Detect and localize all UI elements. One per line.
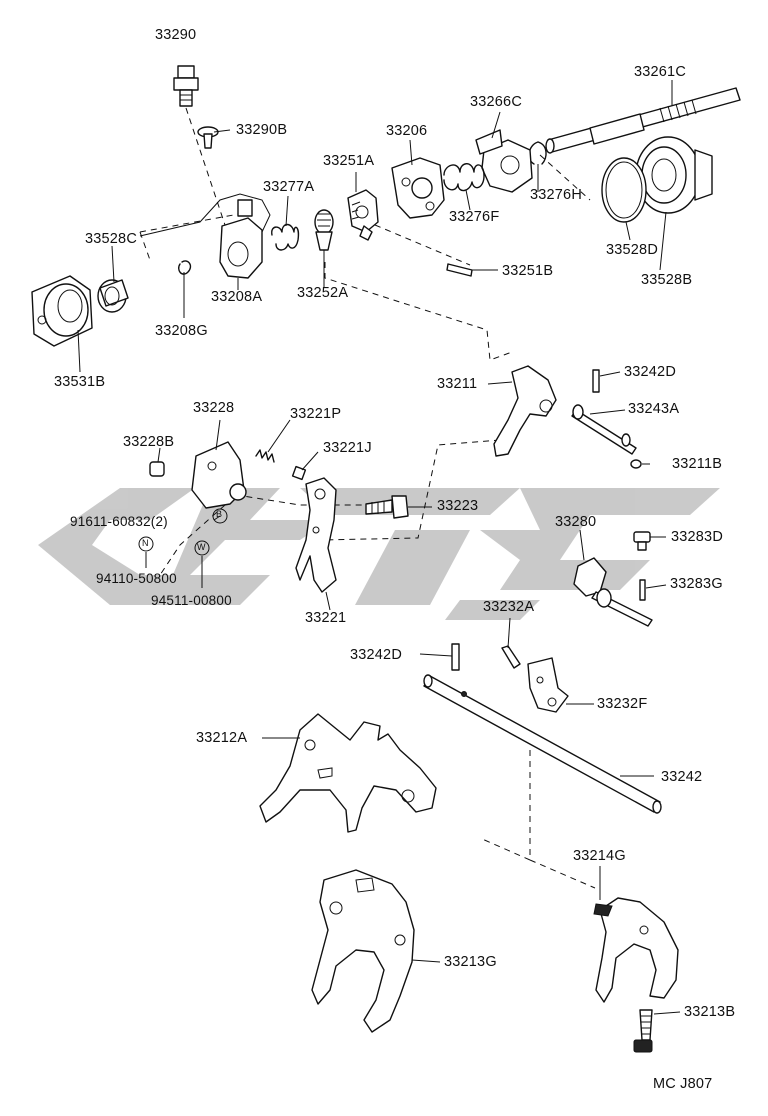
label-33276F: 33276F (449, 209, 500, 225)
part-33528C-bushing (97, 279, 129, 313)
label-33232F: 33232F (597, 696, 648, 712)
label-33242: 33242 (661, 769, 703, 785)
leader-lines (77, 80, 681, 1015)
part-33206-cam (391, 157, 445, 219)
label-33290B: 33290B (236, 122, 288, 138)
label-33277A: 33277A (263, 179, 315, 195)
label-33211B: 33211B (672, 456, 723, 472)
callout-letter-w: W (197, 542, 206, 552)
part-33280 (573, 557, 653, 627)
label-33242D-top: 33242D (624, 364, 676, 380)
label-33528C: 33528C (85, 231, 137, 247)
label-94110-50800: 94110-50800 (96, 571, 177, 586)
label-33280: 33280 (555, 514, 597, 530)
part-33213G-fork (311, 869, 415, 1033)
label-33252A: 33252A (297, 285, 349, 301)
part-33283G-pin (639, 579, 646, 601)
label-33251B: 33251B (502, 263, 554, 279)
part-33211-lever (493, 365, 557, 457)
part-33221P-spring (255, 449, 275, 463)
part-33251A-lever (347, 189, 379, 241)
label-33528B: 33528B (641, 272, 693, 288)
part-33283D-plug (633, 531, 651, 551)
label-33221J: 33221J (323, 440, 372, 456)
label-33214G: 33214G (573, 848, 626, 864)
label-33261C: 33261C (634, 64, 686, 80)
part-33266C-plate (475, 129, 533, 193)
label-33290: 33290 (155, 27, 197, 43)
label-33221: 33221 (305, 610, 347, 626)
callout-symbols (138, 508, 228, 556)
part-33276H-ring (528, 141, 547, 165)
part-33242-shaft (423, 674, 662, 814)
label-33213G: 33213G (444, 954, 497, 970)
part-33242D-top-pin (592, 369, 600, 393)
part-33252A (314, 209, 334, 251)
part-33228 (191, 441, 247, 509)
label-33276H: 33276H (530, 187, 582, 203)
part-33276F-spring (443, 163, 485, 192)
part-33242D-mid-pin (451, 643, 460, 671)
part-33290 (173, 65, 199, 107)
part-33221-lever (295, 477, 337, 593)
label-33228B: 33228B (123, 434, 175, 450)
label-33243A: 33243A (628, 401, 680, 417)
label-33208G: 33208G (155, 323, 208, 339)
label-33242D-mid: 33242D (350, 647, 402, 663)
label-33223: 33223 (437, 498, 479, 514)
part-33232F-bracket (527, 657, 569, 713)
callout-letter-n: N (142, 538, 149, 548)
label-33211: 33211 (437, 376, 478, 392)
label-91611-60832: 91611-60832(2) (70, 514, 168, 529)
label-33266C: 33266C (470, 94, 522, 110)
part-33213B-bolt (633, 1009, 653, 1053)
part-33261C-shaft (545, 87, 741, 154)
part-33208G-clip (178, 260, 192, 275)
part-33211B-ring (630, 459, 642, 469)
part-33212A-fork (259, 713, 437, 833)
label-33283D: 33283D (671, 529, 723, 545)
part-33228B-plug (149, 461, 165, 477)
label-33228: 33228 (193, 400, 235, 416)
label-33213B: 33213B (684, 1004, 736, 1020)
label-33283G: 33283G (670, 576, 723, 592)
label-33251A: 33251A (323, 153, 375, 169)
diagram-code: MC J807 (653, 1076, 713, 1092)
callout-letter-b: B (216, 509, 223, 519)
part-33214G-fork (593, 897, 679, 1003)
part-33528D-oring (601, 157, 647, 223)
label-33232A: 33232A (483, 599, 535, 615)
label-33208A: 33208A (211, 289, 263, 305)
label-33221P: 33221P (290, 406, 342, 422)
part-33290B (197, 126, 219, 149)
part-33251B-pin (446, 263, 473, 277)
part-33528B-retainer (635, 136, 713, 214)
label-33531B: 33531B (54, 374, 106, 390)
part-33277A-spring (271, 223, 300, 251)
part-33232A-pin (501, 645, 521, 669)
part-33243A-shaft (571, 404, 637, 455)
part-33531B-plate (31, 275, 93, 347)
label-33212A: 33212A (196, 730, 248, 746)
label-94511-00800: 94511-00800 (151, 593, 232, 608)
part-33223-bolt (365, 495, 409, 519)
label-33528D: 33528D (606, 242, 658, 258)
part-33208A-housing (139, 193, 271, 279)
label-33206: 33206 (386, 123, 428, 139)
